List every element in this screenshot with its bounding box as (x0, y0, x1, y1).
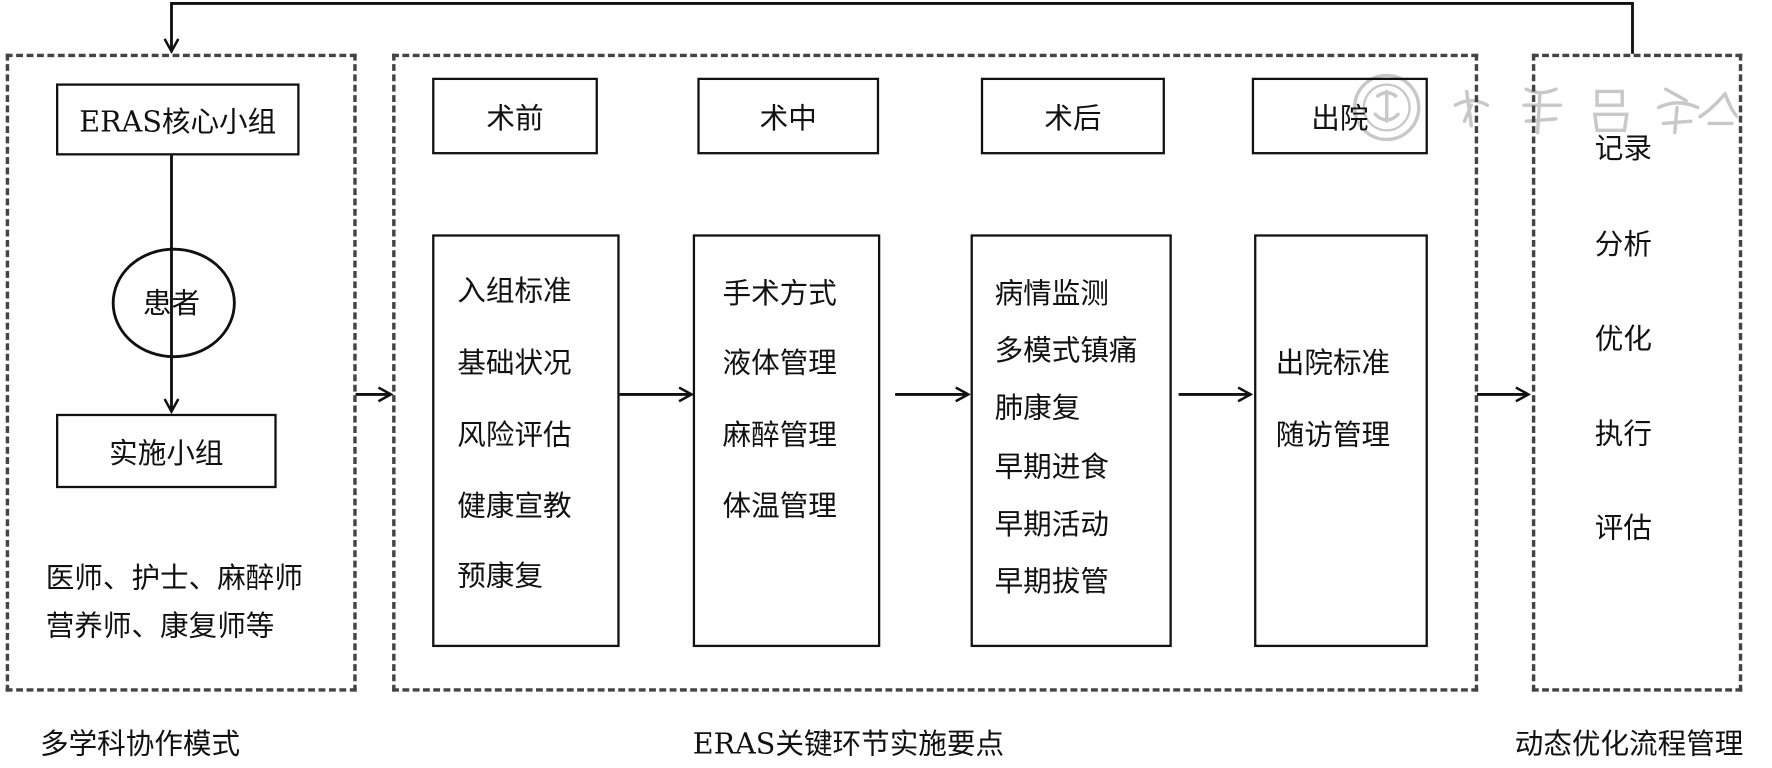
list-item: 液体管理 (722, 346, 837, 380)
list-item: 预康复 (457, 559, 544, 593)
list-item: 健康宣教 (457, 489, 572, 523)
watermark-logo (1352, 73, 1738, 142)
dynamic-optimization-panel (1531, 53, 1743, 692)
patient-label: 患者 (142, 286, 201, 321)
list-item: 早期进食 (994, 450, 1109, 484)
multidisciplinary-panel (5, 53, 357, 692)
list-item: 随访管理 (1275, 418, 1391, 452)
list-item: 麻醉管理 (722, 418, 837, 452)
left-panel-caption: 多学科协作模式 (40, 727, 241, 761)
patient-ellipse (111, 247, 236, 359)
implementation-team-box: 实施小组 (56, 413, 277, 489)
list-item: 早期拔管 (994, 564, 1109, 598)
stage-title-discharge: 出院 (1251, 77, 1428, 155)
list-item: 病情监测 (994, 276, 1109, 310)
stage-title-preop: 术前 (432, 77, 598, 155)
list-item: 分析 (1594, 227, 1652, 261)
key-steps-panel (392, 53, 1479, 692)
stage-box-postop (970, 234, 1172, 648)
stage-title-postop: 术后 (980, 77, 1165, 155)
core-team-box: ERAS核心小组 (56, 83, 300, 156)
list-item: 记录 (1594, 131, 1652, 165)
stage-box-preop (432, 234, 620, 648)
list-item: 入组标准 (457, 274, 572, 308)
list-item: 多模式镇痛 (994, 333, 1138, 367)
list-item: 基础状况 (457, 346, 572, 380)
list-item: 出院标准 (1275, 346, 1391, 380)
stage-box-intraop (692, 234, 881, 648)
list-item: 执行 (1594, 417, 1652, 451)
right-panel-caption: 动态优化流程管理 (1514, 727, 1744, 761)
list-item: 风险评估 (457, 418, 572, 452)
feedback-loop-arrow (171, 2, 1634, 54)
list-item: 手术方式 (722, 276, 837, 310)
list-item: 体温管理 (722, 489, 837, 523)
list-item: 肺康复 (994, 390, 1081, 425)
members-line-1: 医师、护士、麻醉师 (45, 561, 303, 595)
stage-title-intraop: 术中 (697, 77, 880, 155)
list-item: 早期活动 (994, 507, 1109, 541)
members-line-2: 营养师、康复师等 (45, 609, 275, 643)
middle-panel-caption: ERAS关键环节实施要点 (692, 727, 1005, 761)
list-item: 优化 (1594, 322, 1652, 356)
stage-box-discharge (1254, 234, 1428, 648)
list-item: 评估 (1594, 511, 1652, 545)
